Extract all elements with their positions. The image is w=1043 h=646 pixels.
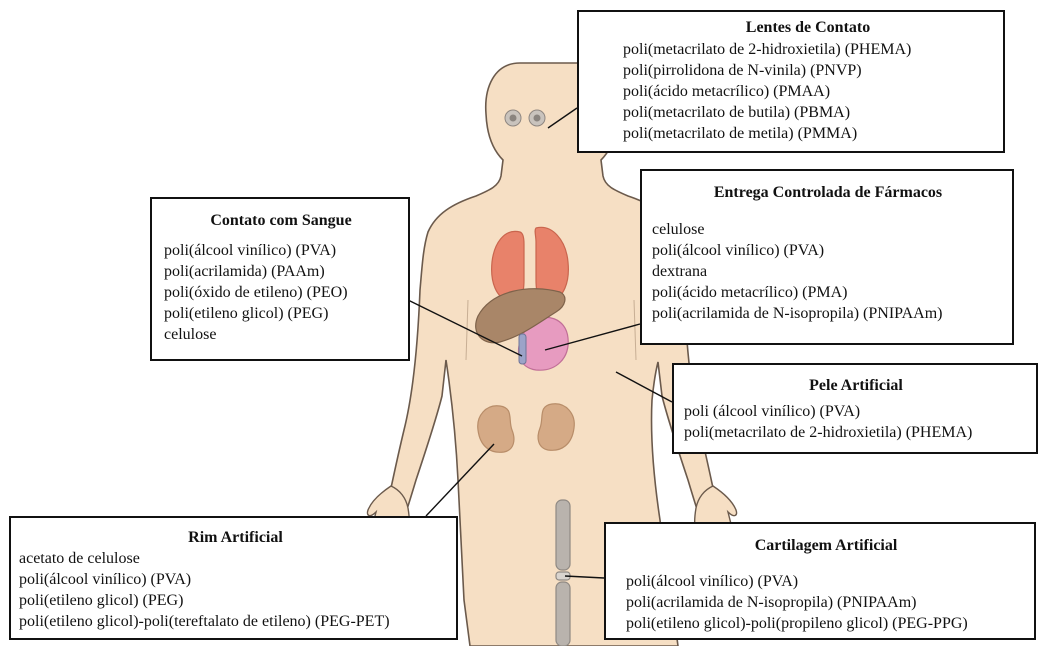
polymer-item: poli(acrilamida de N-isopropila) (PNIPAA…	[652, 303, 1004, 324]
callout-entrega-controlada-de-farmacos: Entrega Controlada de Fármacos celulose …	[640, 169, 1014, 345]
polymer-item: acetato de celulose	[19, 548, 452, 569]
polymer-item: poli (álcool vinílico) (PVA)	[684, 401, 1028, 422]
polymer-item: poli(pirrolidona de N-vinila) (PNVP)	[623, 60, 993, 81]
polymer-item: poli(etileno glicol) (PEG)	[19, 590, 452, 611]
polymer-item: poli(álcool vinílico) (PVA)	[626, 571, 1026, 592]
polymer-item: poli(etileno glicol)-poli(propileno glic…	[626, 613, 1026, 634]
callout-contato-com-sangue: Contato com Sangue poli(álcool vinílico)…	[150, 197, 410, 361]
polymer-item: poli(ácido metacrílico) (PMAA)	[623, 81, 993, 102]
callout-title: Entrega Controlada de Fármacos	[652, 183, 1004, 203]
callout-lentes-de-contato: Lentes de Contato poli(metacrilato de 2-…	[577, 10, 1005, 153]
polymer-item: poli(óxido de etileno) (PEO)	[164, 282, 398, 303]
polymer-item: poli(álcool vinílico) (PVA)	[652, 240, 1004, 261]
polymer-item: poli(álcool vinílico) (PVA)	[164, 240, 398, 261]
tibia	[556, 582, 570, 646]
polymer-item: poli(metacrilato de 2-hidroxietila) (PHE…	[684, 422, 1028, 443]
callout-title: Lentes de Contato	[623, 18, 993, 38]
callout-title: Contato com Sangue	[164, 211, 398, 231]
callout-rim-artificial: Rim Artificial acetato de celulose poli(…	[9, 516, 458, 640]
callout-title: Cartilagem Artificial	[626, 536, 1026, 556]
polymer-item: poli(metacrilato de 2-hidroxietila) (PHE…	[623, 39, 993, 60]
polymer-item: poli(ácido metacrílico) (PMA)	[652, 282, 1004, 303]
polymer-item: poli(etileno glicol) (PEG)	[164, 303, 398, 324]
callout-title: Rim Artificial	[19, 528, 452, 548]
polymer-item: poli(metacrilato de butila) (PBMA)	[623, 102, 993, 123]
callout-title: Pele Artificial	[684, 376, 1028, 396]
polymer-item: poli(acrilamida de N-isopropila) (PNIPAA…	[626, 592, 1026, 613]
polymer-item: celulose	[652, 219, 1004, 240]
pancreas-tube	[519, 334, 526, 364]
polymer-item: poli(álcool vinílico) (PVA)	[19, 569, 452, 590]
polymer-item: poli(etileno glicol)-poli(tereftalato de…	[19, 611, 452, 632]
callout-pele-artificial: Pele Artificial poli (álcool vinílico) (…	[672, 363, 1038, 454]
polymer-item: poli(acrilamida) (PAAm)	[164, 261, 398, 282]
callout-cartilagem-artificial: Cartilagem Artificial poli(álcool viníli…	[604, 522, 1036, 640]
knee-bone	[556, 500, 570, 646]
femur	[556, 500, 570, 570]
polymer-item: dextrana	[652, 261, 1004, 282]
polymer-item: celulose	[164, 324, 398, 345]
polymer-item: poli(metacrilato de metila) (PMMA)	[623, 123, 993, 144]
